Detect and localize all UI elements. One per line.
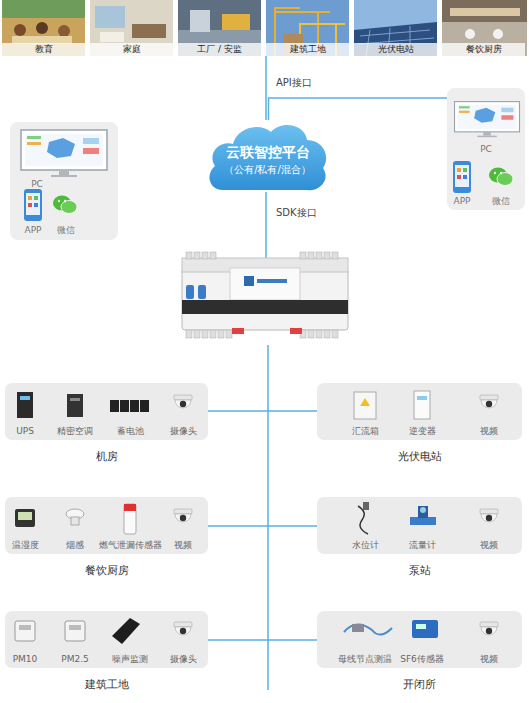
item-label: 建筑工地	[266, 43, 349, 56]
item-label: 噪声监测	[85, 654, 175, 665]
interface-label: SDK接口	[276, 206, 317, 220]
platform-title: 云联智控平台	[205, 144, 330, 161]
cloud-platform: 云联智控平台 （公有/私有/混合）	[205, 120, 330, 192]
item-label: 视频	[444, 540, 529, 551]
device-group-panel: UPS精密空调蓄电池摄像头机房	[5, 383, 208, 440]
group-heading: 建筑工地	[5, 678, 208, 691]
client-panel: PC APP 微信	[447, 88, 525, 210]
item-label: 摄像头	[138, 426, 228, 437]
item-label: PM10	[0, 654, 70, 665]
item-label: 餐饮厨房	[442, 43, 525, 56]
item-label: PC	[471, 144, 501, 155]
item-label: 视频	[444, 426, 529, 437]
item-label: 逆变器	[377, 426, 467, 437]
item-label: 微信	[486, 196, 516, 207]
item-label: 蓄电池	[85, 426, 175, 437]
item-label: 微信	[51, 225, 81, 236]
group-heading: 机房	[5, 450, 208, 463]
item-label: 工厂 / 安监	[178, 43, 261, 56]
item-label: APP	[447, 196, 477, 207]
device-group-panel: PM10PM2.5噪声监测摄像头建筑工地	[5, 611, 208, 668]
group-heading: 开闭所	[317, 678, 522, 691]
item-label: SF6传感器	[377, 654, 467, 665]
item-label: 汇流箱	[320, 426, 410, 437]
scene-photos	[2, 0, 527, 56]
item-label: 家庭	[90, 43, 173, 56]
scene-photo: 教育	[2, 0, 85, 56]
item-label: 视频	[444, 654, 529, 665]
item-label: 燃气泄漏传感器	[85, 540, 175, 551]
scene-photo: 建筑工地	[266, 0, 349, 56]
item-label: APP	[18, 225, 48, 236]
scene-photo: 工厂 / 安监	[178, 0, 261, 56]
item-label: 流量计	[377, 540, 467, 551]
item-label: 教育	[2, 43, 85, 56]
item-label: 温湿度	[0, 540, 70, 551]
scene-photo: 餐饮厨房	[442, 0, 525, 56]
device-group-panel: 温湿度烟感燃气泄漏传感器视频餐饮厨房	[5, 497, 208, 554]
scene-photo: 家庭	[90, 0, 173, 56]
item-label: 精密空调	[30, 426, 120, 437]
item-label: PC	[22, 179, 52, 190]
item-label: PM2.5	[30, 654, 120, 665]
scene-photo: 光伏电站	[354, 0, 437, 56]
item-label: 视频	[138, 540, 228, 551]
device-group-panel: 水位计流量计视频泵站	[317, 497, 522, 554]
item-label: 母线节点测温	[320, 654, 410, 665]
platform-title: （公有/私有/混合）	[205, 164, 330, 176]
item-label: 摄像头	[138, 654, 228, 665]
connector-line	[269, 98, 448, 120]
group-heading: 泵站	[317, 564, 522, 577]
interface-label: API接口	[276, 76, 312, 90]
client-panel: PC APP微信	[10, 122, 118, 240]
item-label: 光伏电站	[354, 43, 437, 56]
controller-device	[182, 252, 348, 338]
item-label: 水位计	[320, 540, 410, 551]
group-heading: 光伏电站	[317, 450, 522, 463]
device-group-panel: 母线节点测温SF6传感器视频开闭所	[317, 611, 522, 668]
device-group-panel: 汇流箱逆变器视频光伏电站	[317, 383, 522, 440]
group-heading: 餐饮厨房	[5, 564, 208, 577]
